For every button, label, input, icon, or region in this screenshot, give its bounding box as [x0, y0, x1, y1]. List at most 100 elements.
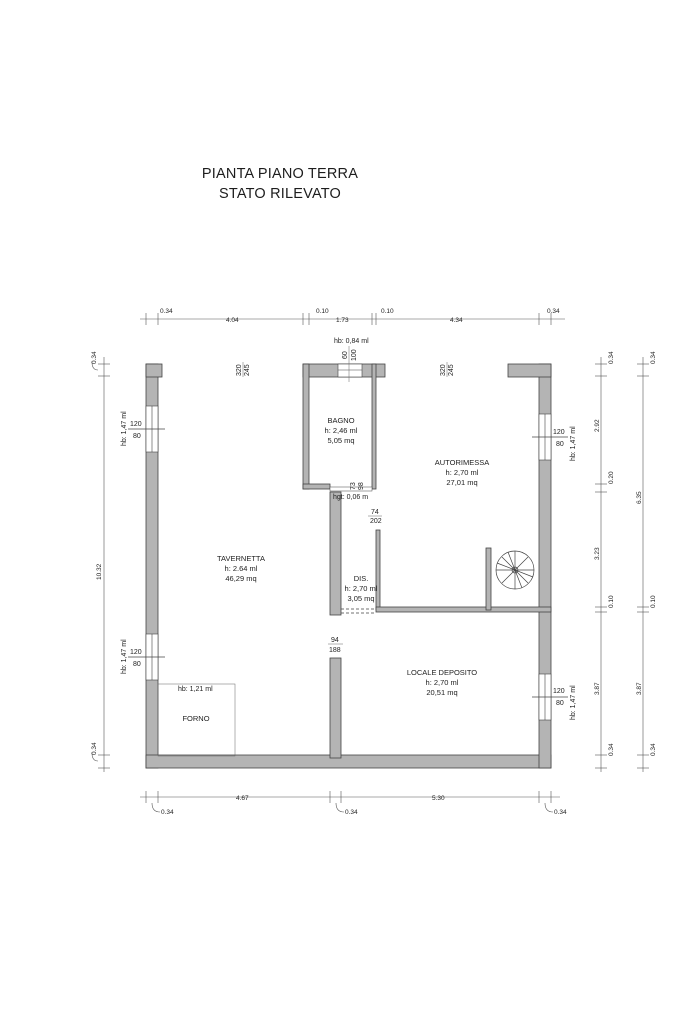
forno-box — [157, 683, 236, 757]
dim-ri-0: 0.34 — [608, 351, 615, 364]
dim-bottom-4: 0.34 — [554, 809, 567, 816]
dim-ro-3: 3.87 — [636, 682, 643, 695]
dim-left-top: 0.34 — [91, 351, 98, 364]
window-right-top — [532, 413, 568, 461]
dis-area: 3,05 mq — [347, 594, 374, 603]
wall-deposito-top — [375, 606, 552, 613]
dim-ri-1: 2.92 — [594, 419, 601, 432]
dim-ro-0: 0.34 — [650, 351, 657, 364]
dis-door-b: 202 — [370, 518, 382, 525]
spiral-staircase — [495, 550, 535, 590]
win-lb-h: 80 — [133, 661, 141, 668]
autorimessa-name: AUTORIMESSA — [435, 458, 489, 467]
room-tavernetta: TAVERNETTA h: 2.64 ml 46,29 mq — [217, 554, 265, 583]
wall-top-right — [507, 363, 552, 378]
dim-top-1: 4.04 — [226, 317, 239, 324]
window-right-bottom — [532, 673, 568, 721]
dimension-right-outer: 0.34 6.35 0.10 3.87 0.34 — [636, 351, 657, 772]
win-rb-w: 120 — [553, 688, 565, 695]
dis-height: h: 2,70 ml — [345, 584, 378, 593]
forno-name: FORNO — [182, 714, 209, 723]
dim-top-5: 4.34 — [450, 317, 463, 324]
deposito-name: LOCALE DEPOSITO — [407, 668, 477, 677]
window-left-bottom — [128, 633, 165, 681]
deposito-area: 20,51 mq — [426, 688, 457, 697]
bagno-hgt: hgt: 0,06 m — [333, 494, 368, 501]
dim-left-bottom: 0.34 — [91, 742, 98, 755]
room-bagno: BAGNO h: 2,46 ml 5,05 mq — [325, 416, 358, 445]
win-lb-w: 120 — [130, 649, 142, 656]
dim-ri-3: 3.23 — [594, 547, 601, 560]
dim-ri-4: 0.10 — [608, 595, 615, 608]
dim-top-2: 0.10 — [316, 308, 329, 315]
dis-door-dashes — [341, 608, 376, 614]
dimension-left: 0.34 10.32 0.34 — [91, 351, 110, 772]
win-lt-w: 120 — [130, 421, 142, 428]
room-dis: DIS. h: 2,70 ml 3,05 mq — [345, 574, 378, 603]
dim-top-3: 1.73 — [336, 317, 349, 324]
deposito-height: h: 2,70 ml — [426, 678, 459, 687]
dim-left-total: 10.32 — [96, 563, 103, 580]
plan-title-line2: STATO RILEVATO — [218, 186, 342, 202]
win-rt-w: 120 — [553, 429, 565, 436]
plan-title-line1: PIANTA PIANO TERRA — [201, 166, 359, 182]
bagno-window — [337, 363, 363, 378]
wall-central — [329, 491, 342, 616]
dim-ro-1: 6.35 — [636, 491, 643, 504]
opening-labels: 320 245 320 245 hb: 0,84 ml 60 100 73 98… — [121, 338, 577, 720]
dimension-bottom: 0.34 4.67 0.34 5.30 0.34 — [140, 791, 567, 816]
top-left-h: 320 — [236, 364, 243, 376]
dis-door-a: 74 — [371, 509, 379, 516]
bagno-window-a: 60 — [342, 351, 349, 359]
room-forno: hb: 1,21 ml FORNO — [178, 686, 213, 723]
top-left-w: 245 — [244, 364, 251, 376]
dim-bottom-1: 4.67 — [236, 795, 249, 802]
bagno-name: BAGNO — [327, 416, 354, 425]
wall-bagno-bottom — [302, 483, 331, 490]
tav-door-b: 188 — [329, 647, 341, 654]
bagno-height: h: 2,46 ml — [325, 426, 358, 435]
dim-ri-6: 0.34 — [608, 743, 615, 756]
win-lt-h: 80 — [133, 433, 141, 440]
wall-top-left — [145, 363, 163, 378]
autorimessa-area: 27,01 mq — [446, 478, 477, 487]
tav-door-a: 94 — [331, 637, 339, 644]
dim-bottom-3: 5.30 — [432, 795, 445, 802]
window-left-top — [128, 405, 165, 453]
top-right-w: 245 — [448, 364, 455, 376]
dim-ri-2: 0.20 — [608, 471, 615, 484]
win-lt-hb: hb: 1,47 ml — [121, 411, 128, 446]
wall-stair-left — [485, 547, 492, 611]
win-rb-hb: hb: 1,47 ml — [570, 685, 577, 720]
bagno-door-b: 98 — [358, 482, 365, 490]
bagno-door-a: 73 — [350, 482, 357, 490]
tavernetta-name: TAVERNETTA — [217, 554, 265, 563]
dimension-top: 0.34 4.04 0.10 1.73 0.10 4.34 0.34 — [140, 308, 565, 325]
bagno-area: 5,05 mq — [327, 436, 354, 445]
autorimessa-height: h: 2,70 ml — [446, 468, 479, 477]
room-locale-deposito: LOCALE DEPOSITO h: 2,70 ml 20,51 mq — [407, 668, 477, 697]
bagno-window-hb: hb: 0,84 ml — [334, 338, 369, 345]
wall-bottom — [145, 754, 552, 769]
wall-dis-right — [375, 529, 381, 611]
dis-name: DIS. — [354, 574, 369, 583]
dim-ro-4: 0.34 — [650, 743, 657, 756]
wall-central-lower — [329, 657, 342, 759]
win-rb-h: 80 — [556, 700, 564, 707]
wall-bagno-right — [371, 363, 377, 490]
dim-top-6: 0.34 — [547, 308, 560, 315]
top-right-h: 320 — [440, 364, 447, 376]
dimension-right-inner: 0.34 2.92 0.20 3.23 0.10 3.87 0.34 — [594, 351, 615, 772]
bagno-window-b: 100 — [351, 349, 358, 361]
room-autorimessa: AUTORIMESSA h: 2,70 ml 27,01 mq — [435, 458, 489, 487]
dim-ro-2: 0.10 — [650, 595, 657, 608]
dim-ri-5: 3.87 — [594, 682, 601, 695]
dim-bottom-0: 0.34 — [161, 809, 174, 816]
tavernetta-area: 46,29 mq — [225, 574, 256, 583]
forno-hb: hb: 1,21 ml — [178, 686, 213, 693]
win-lb-hb: hb: 1,47 ml — [121, 639, 128, 674]
bagno-door — [329, 486, 373, 492]
wall-bagno-left — [302, 363, 310, 490]
dim-top-0: 0.34 — [160, 308, 173, 315]
